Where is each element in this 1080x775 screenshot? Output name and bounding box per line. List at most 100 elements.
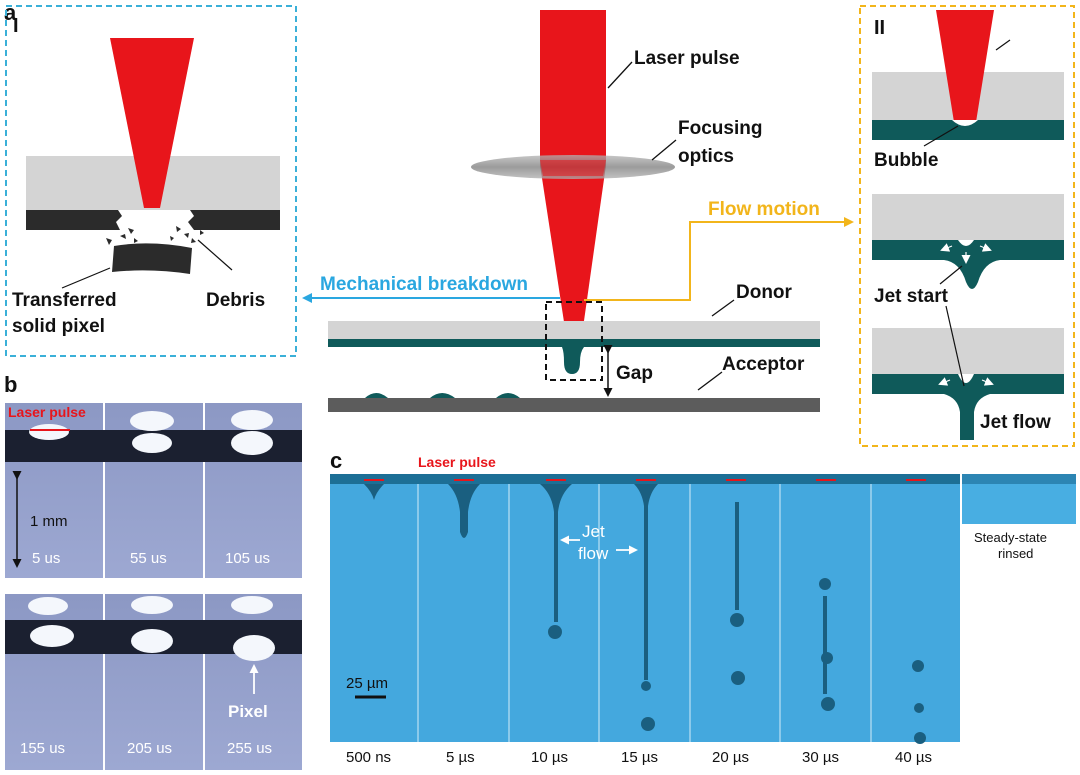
panel-c-scale-label: 25 µm [346,675,388,692]
donor-label: Donor [736,282,793,303]
panel-b-time-6: 255 us [227,740,272,757]
panel-b-blob-5a [131,596,173,614]
acceptor-droplet-1 [365,393,388,398]
acceptor-droplet-3 [496,393,520,398]
panel-c-donor-bands [330,474,1076,484]
panel-c-drop-10us [548,625,562,639]
donor-film [328,339,820,347]
panel-c-jet-15us [634,484,658,680]
panel-c-drop-40us-c [914,732,926,744]
panel-b-time-1: 5 us [32,550,60,567]
acceptor-substrate [328,398,820,412]
panel-c-jet-label-1: Jet [582,522,605,541]
mechanical-breakdown-label: Mechanical breakdown [320,274,528,295]
panel-c-jet-flow-arrows [560,535,638,555]
panel-II-s1-laser-pointer [995,39,1011,51]
panel-b-blob-3b [231,431,273,455]
panel-c-drop-15us-a [641,681,651,691]
panel-c-time-7: 40 µs [895,749,932,766]
panel-II-s1-laser [936,10,994,122]
panel-b-blob-4b [30,625,74,647]
panel-c-frame-dividers [417,474,872,742]
panel-b-pixel-label: Pixel [228,702,268,721]
panel-I-transferred-label-2: solid pixel [12,316,105,337]
focusing-optics-pointer [651,139,677,161]
panel-c-time-4: 15 µs [621,749,658,766]
panel-b-time-2: 55 us [130,550,167,567]
acceptor-droplet-2 [430,393,455,398]
panel-b-blob-1 [29,424,69,440]
panel-II-s3-film [872,374,1064,440]
panel-II-label: II [874,17,885,39]
panel-c-rinsed-label-2: rinsed [998,546,1033,561]
panel-b-blob-4a [28,597,68,615]
panel-I-transferred-pointer [61,267,111,289]
panel-c-drop-40us-b [914,703,924,713]
acceptor-pointer [697,371,723,391]
laser-pulse-label: Laser pulse [634,48,740,69]
panel-c-jets [364,484,926,744]
panel-c-time-6: 30 µs [802,749,839,766]
panel-c-time-5: 20 µs [712,749,749,766]
panel-I-donor-right [188,210,280,230]
panel-c-jet-label-2: flow [578,544,609,563]
panel-b-time-5: 205 us [127,740,172,757]
panel-b-blob-3a [231,410,273,430]
panel-b-blob-6b [233,635,275,661]
panel-b-laser-label: Laser pulse [8,404,86,420]
panel-I-debris-pointer [197,239,233,271]
laser-pulse-pointer [607,61,633,89]
panel-b-blob-2a [130,411,174,431]
panel-I-frame [5,5,297,357]
panel-II-s2-pressure-arrows [940,243,992,264]
panel-c-drop-15us-b [641,717,655,731]
flow-motion-label: Flow motion [708,199,820,220]
focusing-optics-label-1: Focusing [678,118,762,139]
center-jet-drop [562,347,584,374]
acceptor-label: Acceptor [722,354,805,375]
panel-II-s2-glass [872,194,1064,240]
focusing-optics-label-2: optics [678,146,734,167]
panel-b-scale-label: 1 mm [30,513,68,530]
donor-glass [328,321,820,339]
center-laser-beam-overlay [540,160,606,176]
panel-b-blob-6a [231,596,273,614]
panel-I-transferred-pixel [112,243,192,274]
panel-c-time-3: 10 µs [531,749,568,766]
flow-motion-arrow [584,217,854,301]
panel-I-debris-fragments [106,226,204,245]
panel-c-jet-500ns [364,484,384,500]
panel-c-drop-20us-b [731,671,745,685]
panel-II-bubble-pointer [923,125,959,147]
panel-c-jet-10us [540,484,572,622]
panel-c-jet-20us [735,502,739,610]
panel-c-drop-30us-a [819,578,831,590]
panel-II-s3-pressure-arrows [938,377,994,386]
panel-b-row-2 [5,594,302,770]
panel-c-jet-5us [448,484,480,538]
panel-c-drop-40us-a [912,660,924,672]
panel-II-s1-film [872,120,1064,140]
panel-II-bubble-label: Bubble [874,150,938,171]
panel-c-drop-20us-a [730,613,744,627]
panel-letter-b: b [4,372,17,397]
panel-I-debris-label: Debris [206,290,265,311]
panel-c-time-2: 5 µs [446,749,475,766]
panel-II-s2-film [872,240,1064,289]
panel-b-time-3: 105 us [225,550,270,567]
panel-c-time-1: 500 ns [346,749,391,766]
panel-b-time-4: 155 us [20,740,65,757]
gap-label: Gap [616,363,653,384]
focus-zoom-box [545,301,603,381]
panel-letter-c: c [330,448,342,473]
panel-c-drop-30us-c [821,697,835,711]
panel-II-jet-flow-label: Jet flow [980,412,1051,433]
donor-pointer [711,299,735,317]
panel-II-s1-bubble [952,120,978,126]
panel-c-laser-label: Laser pulse [418,454,496,470]
panel-b-blob-5b [131,629,173,653]
panel-II-jet-start-pointer [939,265,963,285]
panel-II-s3-glass [872,328,1064,374]
panel-II-jet-start-link [945,305,965,387]
